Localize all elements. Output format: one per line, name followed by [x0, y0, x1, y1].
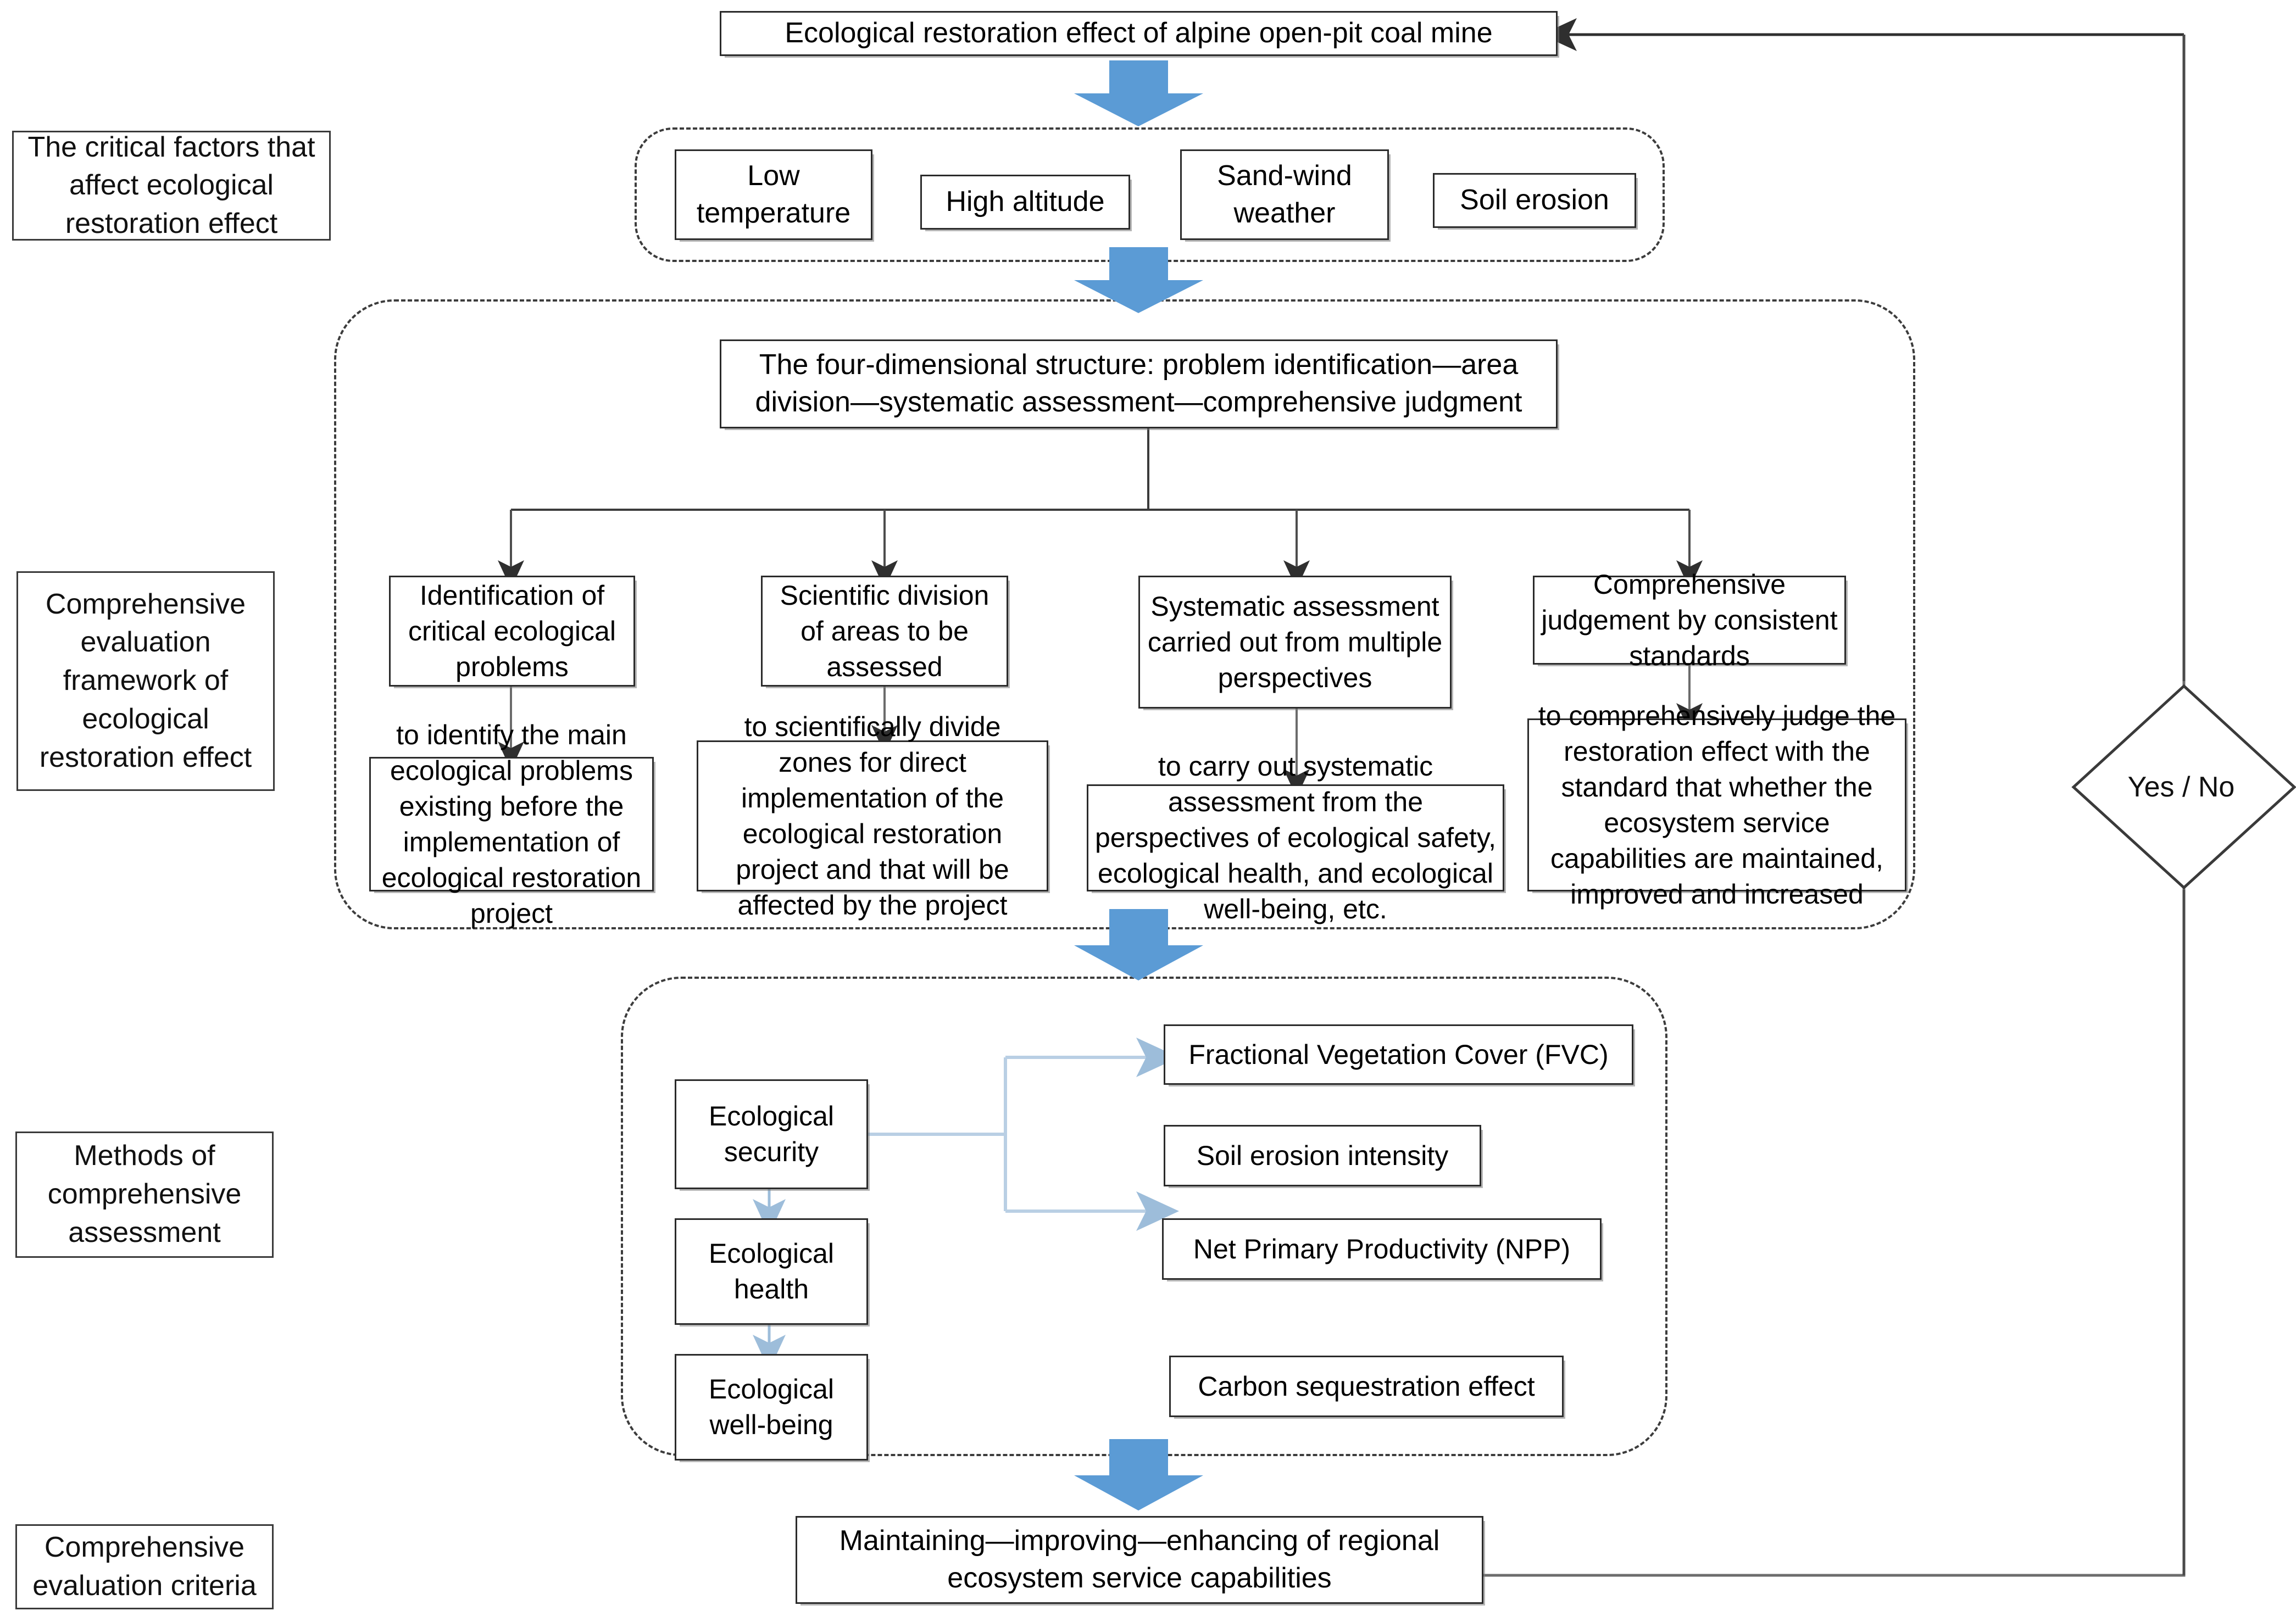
blue-arrow-3 [1074, 909, 1203, 980]
factor-box-low-temperature[interactable]: Low temperature [675, 149, 872, 240]
blue-arrow-2 [1074, 247, 1203, 313]
pillar-detail-division[interactable]: to scientifically divide zones for direc… [697, 711, 1048, 921]
blue-arrow-1 [1074, 60, 1203, 126]
indicator-label: Net Primary Productivity (NPP) [1193, 1233, 1571, 1264]
root-title-text: Ecological restoration effect of alpine … [785, 17, 1493, 49]
dimension-label: Ecological well-being [709, 1374, 834, 1440]
indicator-box-fvc[interactable]: Fractional Vegetation Cover (FVC) [1164, 1024, 1633, 1085]
factor-label: Soil erosion [1460, 184, 1609, 216]
outcome-box[interactable]: Maintaining—improving—enhancing of regio… [796, 1516, 1483, 1604]
four-dimensional-structure-text: The four-dimensional structure: problem … [755, 349, 1522, 418]
blue-arrow-4 [1074, 1439, 1203, 1510]
outcome-text: Maintaining—improving—enhancing of regio… [839, 1525, 1440, 1594]
indicator-box-carbon-sequestration[interactable]: Carbon sequestration effect [1169, 1356, 1564, 1417]
pillar-title-identification[interactable]: Identification of critical ecological pr… [389, 576, 635, 687]
pillar-detail-text: to identify the main ecological problems… [381, 719, 642, 929]
dimension-box-ecological-well-being[interactable]: Ecological well-being [675, 1354, 868, 1461]
pillar-title-comprehensive-judgement[interactable]: Comprehensive judgement by consistent st… [1533, 569, 1846, 671]
pillar-detail-text: to carry out systematic assessment from … [1095, 751, 1497, 924]
factor-label: Sand-wind weather [1217, 159, 1352, 229]
legend-assessment-methods: Methods of comprehensive assessment [15, 1132, 274, 1258]
legend-evaluation-framework: Comprehensive evaluation framework of ec… [16, 571, 275, 791]
legend-critical-factors-label: The critical factors that affect ecologi… [27, 131, 315, 239]
pillar-title-text: Comprehensive judgement by consistent st… [1541, 568, 1838, 671]
legend-evaluation-criteria-label: Comprehensive evaluation criteria [32, 1531, 257, 1602]
dimension-label: Ecological security [709, 1101, 834, 1167]
legend-critical-factors: The critical factors that affect ecologi… [12, 131, 331, 241]
pillar-title-systematic-assessment[interactable]: Systematic assessment carried out from m… [1138, 576, 1452, 709]
factor-box-sand-wind-weather[interactable]: Sand-wind weather [1180, 149, 1389, 240]
decision-diamond[interactable]: Yes / No [2066, 684, 2296, 890]
pillar-detail-text: to comprehensively judge the restoration… [1538, 700, 1896, 910]
dimension-label: Ecological health [709, 1238, 834, 1305]
pillar-detail-text: to scientifically divide zones for direc… [736, 711, 1009, 921]
factor-box-high-altitude[interactable]: High altitude [920, 175, 1130, 230]
root-title-box[interactable]: Ecological restoration effect of alpine … [720, 11, 1558, 56]
indicator-label: Soil erosion intensity [1196, 1140, 1449, 1171]
factor-box-soil-erosion[interactable]: Soil erosion [1433, 173, 1636, 228]
pillar-title-text: Scientific division of areas to be asses… [780, 579, 989, 682]
pillar-title-text: Identification of critical ecological pr… [408, 579, 616, 682]
indicator-label: Carbon sequestration effect [1198, 1370, 1535, 1402]
pillar-title-text: Systematic assessment carried out from m… [1147, 590, 1443, 693]
legend-evaluation-criteria: Comprehensive evaluation criteria [15, 1524, 274, 1609]
pillar-detail-identification[interactable]: to identify the main ecological problems… [369, 720, 654, 929]
dimension-box-ecological-security[interactable]: Ecological security [675, 1079, 868, 1189]
legend-evaluation-framework-label: Comprehensive evaluation framework of ec… [39, 588, 252, 773]
legend-assessment-methods-label: Methods of comprehensive assessment [47, 1140, 242, 1248]
indicator-box-soil-erosion-intensity[interactable]: Soil erosion intensity [1164, 1125, 1481, 1186]
factor-label: Low temperature [696, 159, 851, 229]
indicator-label: Fractional Vegetation Cover (FVC) [1188, 1039, 1609, 1070]
indicator-box-npp[interactable]: Net Primary Productivity (NPP) [1162, 1218, 1602, 1280]
pillar-detail-comprehensive-judgement[interactable]: to comprehensively judge the restoration… [1527, 700, 1906, 910]
pillar-title-division[interactable]: Scientific division of areas to be asses… [761, 576, 1008, 687]
decision-diamond-label: Yes / No [2127, 771, 2235, 803]
factor-label: High altitude [946, 186, 1105, 218]
pillar-detail-systematic-assessment[interactable]: to carry out systematic assessment from … [1087, 751, 1504, 924]
four-dimensional-structure-box[interactable]: The four-dimensional structure: problem … [720, 339, 1558, 428]
dimension-box-ecological-health[interactable]: Ecological health [675, 1218, 868, 1325]
decision-diamond-label-wrap: Yes / No [2066, 684, 2296, 890]
